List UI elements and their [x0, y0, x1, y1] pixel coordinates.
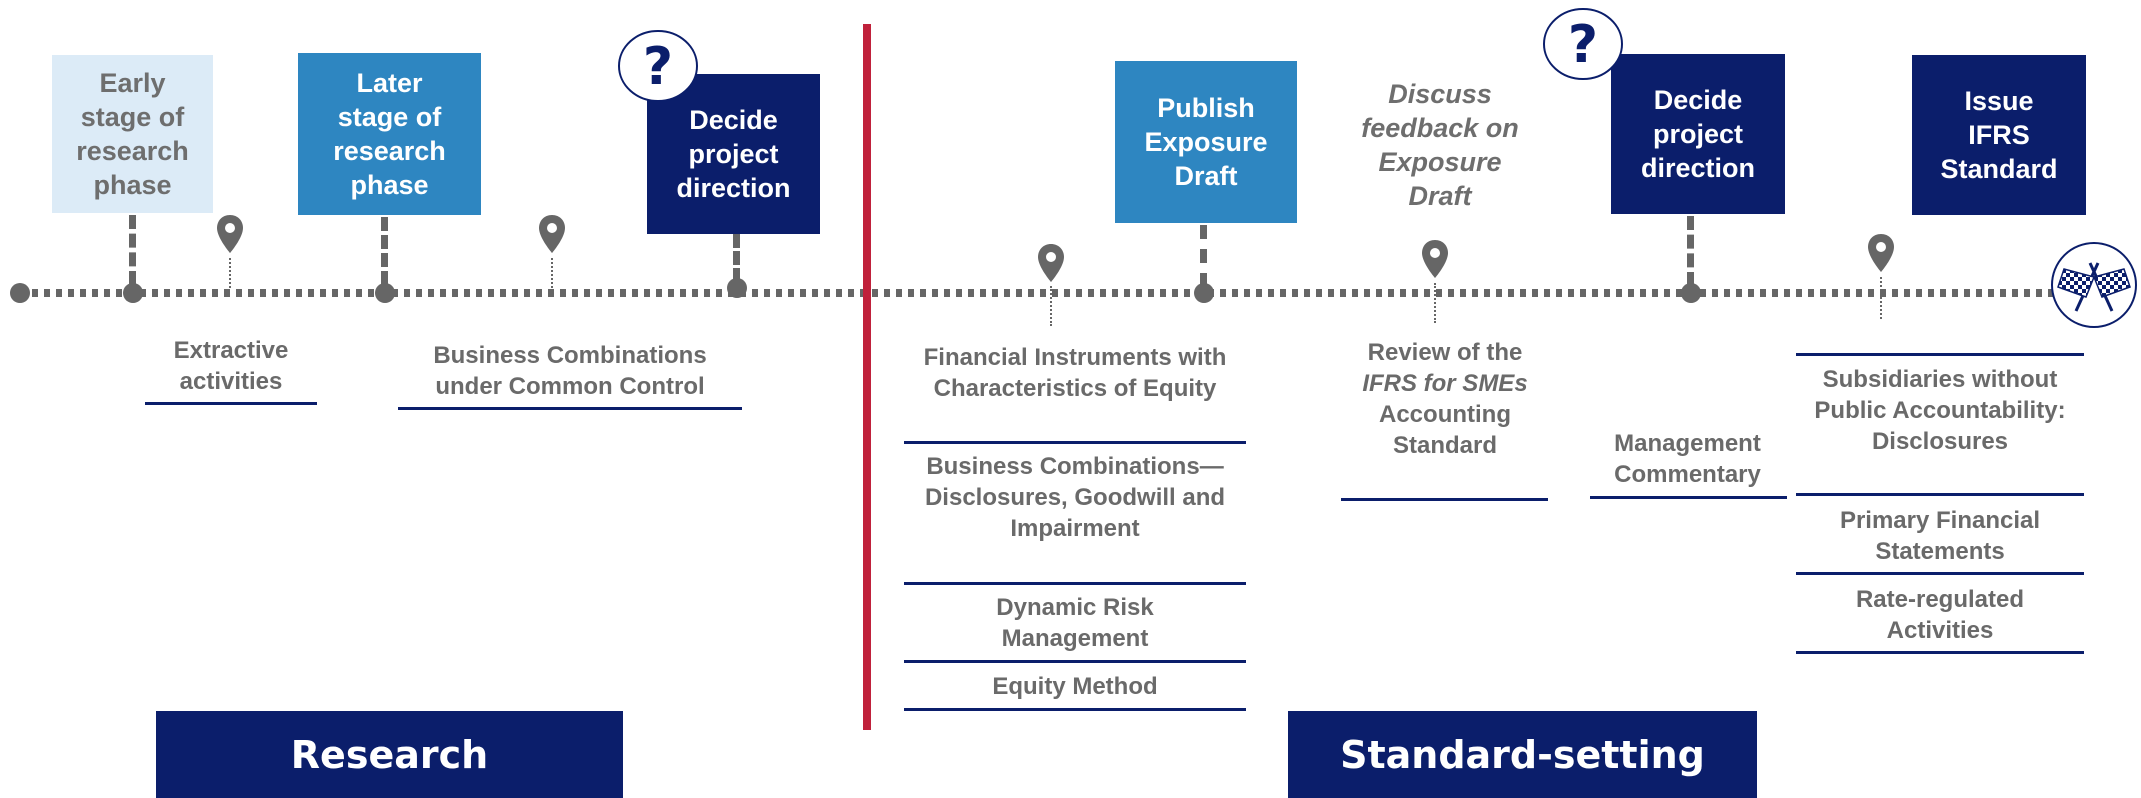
project-equity-method: Equity Method: [992, 673, 1158, 700]
project-underline: [904, 441, 1246, 444]
pin-connector: [229, 258, 231, 288]
smes-review-line2: Accounting Standard: [1379, 401, 1511, 459]
map-pin-icon: [1038, 244, 1064, 282]
svg-text:?: ?: [1568, 15, 1598, 75]
svg-text:?: ?: [643, 37, 673, 97]
smes-review-title: IFRS for SMEs: [1362, 370, 1528, 397]
early-research-stem: [129, 215, 136, 285]
project-underline: [1590, 496, 1787, 499]
early-research-dot: [123, 283, 143, 303]
research-decide-dot: [727, 278, 747, 298]
timeline-start-dot: [10, 283, 30, 303]
project-ifrs-smes-review: Review of the IFRS for SMEs Accounting S…: [1340, 337, 1550, 461]
project-management-commentary: Management Commentary: [1614, 430, 1761, 488]
project-underline: [1796, 651, 2084, 654]
research-decide-stem: [733, 234, 740, 282]
publish-ed-box: Publish Exposure Draft: [1115, 61, 1297, 223]
project-underline: [904, 582, 1246, 585]
discuss-feedback-note: Discuss feedback on Exposure Draft: [1361, 79, 1519, 211]
project-underline: [1796, 353, 2084, 356]
map-pin-icon: [217, 215, 243, 253]
map-pin-icon: [1868, 234, 1894, 272]
project-drm: Dynamic Risk Management: [996, 594, 1154, 652]
issue-standard-box: Issue IFRS Standard: [1912, 55, 2086, 215]
pin-connector: [1434, 283, 1436, 323]
project-underline: [1341, 498, 1548, 501]
standard-setting-phase-banner: Standard-setting: [1288, 711, 1757, 798]
pin-connector: [1050, 286, 1052, 326]
smes-review-line1: Review of the: [1367, 339, 1523, 366]
pin-connector: [551, 258, 553, 288]
checkered-flags-icon: [2051, 242, 2137, 328]
publish-ed-dot: [1194, 283, 1214, 303]
later-research-stem: [381, 217, 388, 285]
standard-decide-stem: [1687, 216, 1694, 286]
early-research-box: Early stage of research phase: [52, 55, 213, 213]
project-fice: Financial Instruments with Characteristi…: [923, 344, 1227, 402]
project-underline: [904, 660, 1246, 663]
research-decide-box: Decide project direction: [647, 74, 820, 234]
project-rate-regulated-activities: Rate-regulated Activities: [1855, 586, 2025, 644]
project-subsidiaries-disclosures: Subsidiaries without Public Accountabili…: [1814, 366, 2066, 455]
project-underline: [1796, 572, 2084, 575]
pin-connector: [1880, 277, 1882, 319]
standard-decide-dot: [1681, 283, 1701, 303]
project-primary-financial-statements: Primary Financial Statements: [1839, 507, 2041, 565]
project-extractive-activities: Extractive activities: [173, 337, 289, 395]
later-research-dot: [375, 283, 395, 303]
question-mark-icon: ?: [618, 30, 698, 102]
map-pin-icon: [539, 215, 565, 253]
map-pin-icon: [1422, 240, 1448, 278]
phase-divider: [863, 24, 871, 730]
project-bccc: Business Combinations under Common Contr…: [433, 342, 707, 400]
project-underline: [398, 407, 742, 410]
project-bc-dgi: Business Combinations—Disclosures, Goodw…: [924, 453, 1226, 542]
publish-ed-stem: [1200, 225, 1207, 287]
later-research-box: Later stage of research phase: [298, 53, 481, 215]
project-underline: [904, 708, 1246, 711]
project-underline: [1796, 493, 2084, 496]
question-mark-icon: ?: [1543, 8, 1623, 80]
standard-decide-box: Decide project direction: [1611, 54, 1785, 214]
research-phase-banner: Research: [156, 711, 623, 798]
project-underline: [145, 402, 317, 405]
